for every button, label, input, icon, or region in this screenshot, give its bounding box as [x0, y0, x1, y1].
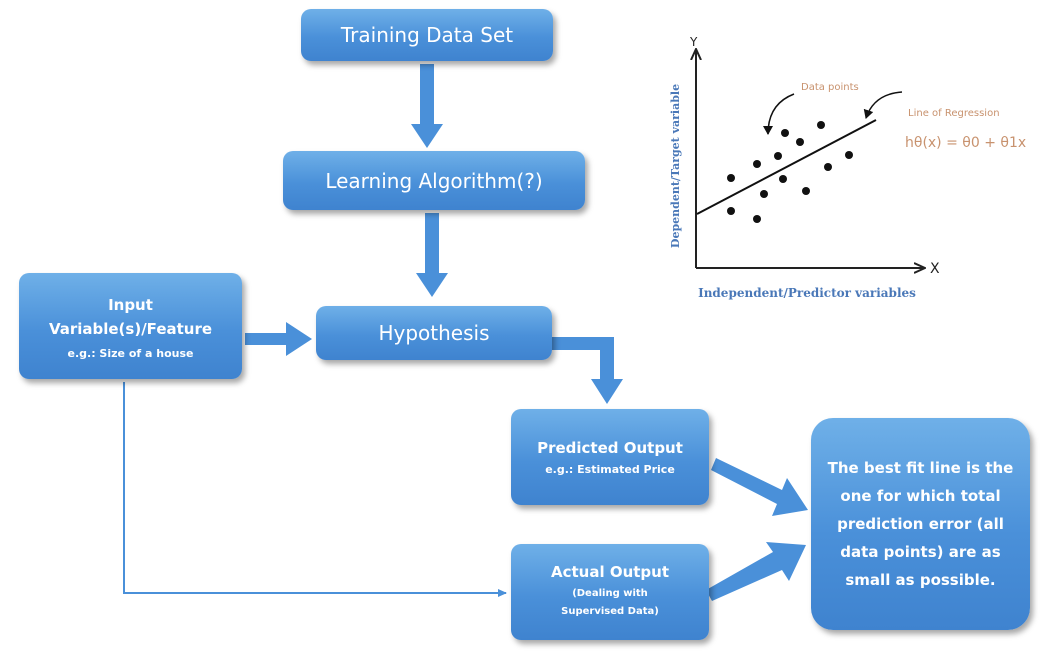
- predicted-output-title: Predicted Output: [537, 438, 683, 457]
- best-fit-text: The best fit line is the one for which t…: [827, 459, 1014, 589]
- input-variables-box: Input Variable(s)/Feature e.g.: Size of …: [19, 273, 242, 379]
- arrow-actual-to-bestfit: [706, 542, 806, 601]
- training-data-set-label: Training Data Set: [340, 23, 514, 47]
- x-axis-label: Independent/Predictor variables: [698, 286, 916, 300]
- data-point: [760, 190, 768, 198]
- regression-formula: hθ(x) = θ0 + θ1x: [905, 135, 1026, 151]
- data-point: [796, 138, 804, 146]
- regression-annotation: Line of Regression: [908, 108, 1000, 119]
- actual-output-note-line2: Supervised Data): [561, 606, 659, 617]
- hypothesis-label: Hypothesis: [378, 321, 490, 345]
- input-title: Input: [108, 295, 153, 314]
- y-axis-letter: Y: [689, 35, 698, 49]
- data-point: [845, 151, 853, 159]
- data-points: [727, 121, 853, 223]
- data-point: [727, 207, 735, 215]
- arrow-input-to-hypothesis: [245, 322, 312, 356]
- hypothesis-box: Hypothesis: [316, 306, 552, 360]
- actual-output-note-line1: (Dealing with: [572, 588, 648, 599]
- data-point: [774, 152, 782, 160]
- data-point: [817, 121, 825, 129]
- data-point: [781, 129, 789, 137]
- actual-output-box: Actual Output (Dealing with Supervised D…: [511, 544, 709, 640]
- regression-line: [696, 119, 877, 215]
- input-example: e.g.: Size of a house: [67, 346, 194, 360]
- predicted-output-box: Predicted Output e.g.: Estimated Price: [511, 409, 709, 505]
- training-data-set-box: Training Data Set: [301, 9, 553, 61]
- input-subtitle: Variable(s)/Feature: [48, 319, 213, 338]
- data-point: [802, 187, 810, 195]
- arrow-training-to-learning: [411, 64, 443, 148]
- actual-output-note: (Dealing with Supervised Data): [561, 585, 659, 621]
- connector-input-to-actual: [123, 382, 507, 597]
- data-point: [779, 175, 787, 183]
- best-fit-explanation-box: The best fit line is the one for which t…: [811, 418, 1030, 630]
- y-axis-label: Dependent/Target variable: [669, 84, 682, 248]
- predicted-output-example: e.g.: Estimated Price: [545, 462, 675, 476]
- data-points-annotation: Data points: [801, 82, 859, 93]
- x-axis-letter: X: [930, 261, 940, 277]
- arrow-learning-to-hypothesis: [416, 213, 448, 297]
- learning-algorithm-label: Learning Algorithm(?): [325, 168, 543, 193]
- actual-output-title: Actual Output: [550, 563, 670, 581]
- learning-algorithm-box: Learning Algorithm(?): [283, 151, 585, 210]
- data-point: [753, 160, 761, 168]
- arrow-predicted-to-bestfit: [711, 458, 808, 516]
- data-point: [753, 215, 761, 223]
- regression-pointer: [863, 91, 903, 119]
- data-point: [824, 163, 832, 171]
- data-point: [727, 174, 735, 182]
- arrow-hypothesis-to-predicted: [552, 337, 623, 404]
- data-points-pointer: [763, 93, 795, 135]
